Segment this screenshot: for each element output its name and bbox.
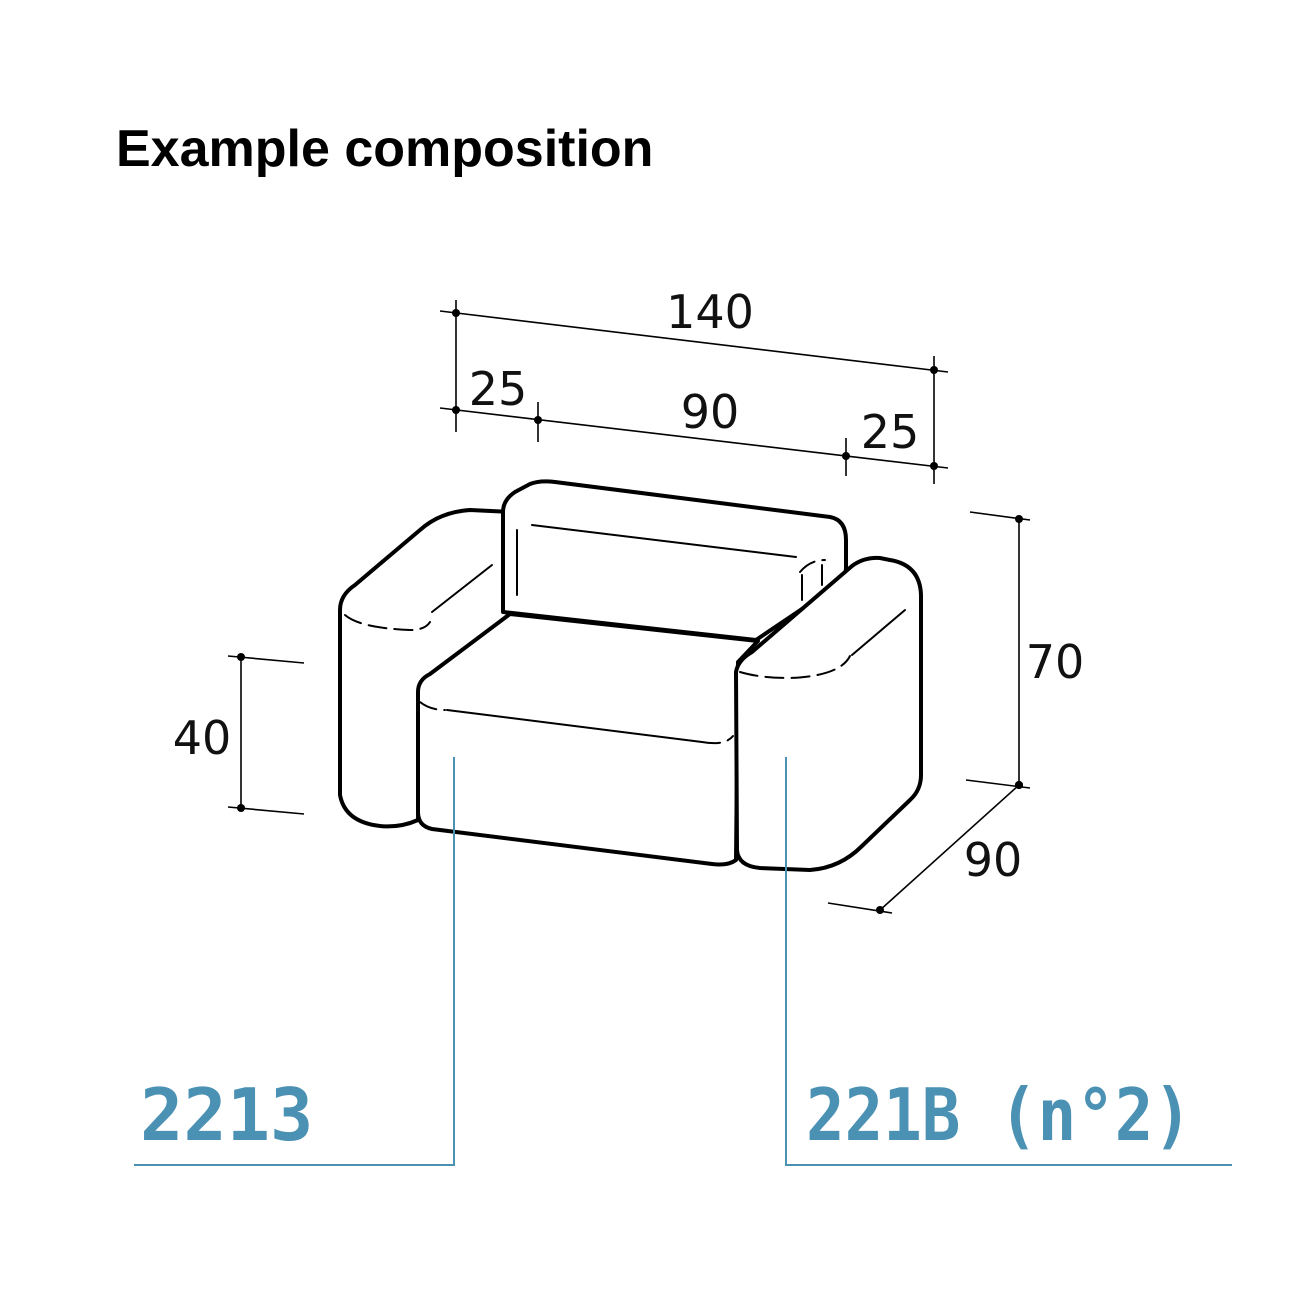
- dimension-depth: 90: [827, 781, 1023, 914]
- module-callout-armrest: 221B (n°2): [785, 757, 1232, 1166]
- backrest: [501, 479, 848, 642]
- module-code-221b: 221B (n°2): [806, 1073, 1192, 1157]
- dimension-label-25-right: 25: [861, 405, 920, 459]
- module-callout-seat: 2213: [134, 757, 455, 1166]
- module-code-2213: 2213: [140, 1073, 313, 1157]
- page-title: Example composition: [116, 120, 654, 178]
- dimension-height: 70: [965, 511, 1085, 789]
- sofa-illustration: [338, 479, 923, 872]
- dimension-seat-height: 40: [173, 653, 305, 815]
- dimension-label-90-depth: 90: [964, 833, 1023, 887]
- seat-cushion: [416, 612, 760, 867]
- dimension-label-25-left: 25: [469, 362, 528, 416]
- dimension-label-70: 70: [1026, 635, 1085, 689]
- dimension-label-40: 40: [173, 711, 232, 765]
- dimension-label-140: 140: [666, 285, 754, 339]
- dimension-label-90-seat: 90: [681, 385, 740, 439]
- dimension-total-width: 140: [439, 285, 949, 484]
- dimension-module-widths: 25 90 25: [439, 362, 949, 476]
